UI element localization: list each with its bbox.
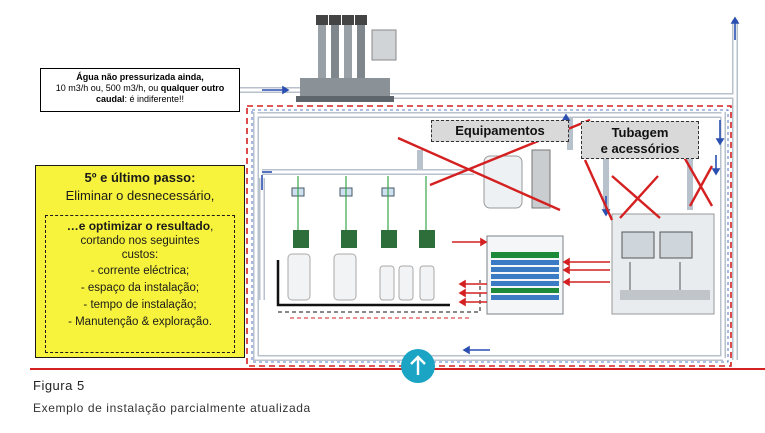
note-line1-bold: Água xyxy=(76,72,99,82)
control-screen xyxy=(486,235,564,315)
tubagem-label-1: Tubagem xyxy=(611,125,669,140)
note-line1-rest: não pressurizada ainda, xyxy=(98,72,204,82)
scroll-up-button[interactable] xyxy=(401,349,435,383)
separator-line xyxy=(30,368,765,370)
figure-caption: Exemplo de instalação parcialmente atual… xyxy=(33,401,311,415)
cost-item: - espaço da instalação; xyxy=(80,282,200,294)
note-line2: 10 m3/h ou, 500 m3/h, ou xyxy=(55,83,161,93)
tubagem-label-2: e acessórios xyxy=(600,141,680,156)
booster-pump-set xyxy=(296,15,397,102)
cost-item: - Manutenção & exploração. xyxy=(68,316,212,328)
water-note: Água não pressurizada ainda, 10 m3/h ou,… xyxy=(40,68,240,112)
optimize-box xyxy=(45,215,235,353)
cost-item: - tempo de instalação; xyxy=(83,299,197,311)
arrow-up-icon xyxy=(410,355,426,375)
optimized-zone-border xyxy=(246,105,732,367)
optimize-lead-rest: , xyxy=(210,221,214,233)
step-subtitle: Eliminar o desnecessário, xyxy=(65,188,215,203)
note-line3-rest: : é indiferente!! xyxy=(124,94,185,104)
signal-arrows xyxy=(452,237,610,307)
figure-title: Figura 5 xyxy=(33,378,85,393)
optimize-lead: …e optimizar o resultado xyxy=(66,219,211,233)
tubagem-tag: Tubagem e acessórios xyxy=(581,121,699,159)
equipamentos-tag: Equipamentos xyxy=(431,120,569,142)
optimize-line2: cortando nos seguintes xyxy=(80,235,200,247)
optimize-text: …e optimizar o resultado, cortando nos s… xyxy=(47,219,233,329)
analyser-panel xyxy=(611,213,715,315)
equipamentos-label: Equipamentos xyxy=(455,123,545,138)
equipment-group xyxy=(483,149,551,209)
cost-item: - corrente eléctrica; xyxy=(90,265,190,277)
note-line3-bold: caudal xyxy=(95,94,125,104)
step-title: 5º e último passo: xyxy=(84,170,196,185)
note-line2-bold: qualquer outro xyxy=(160,83,225,93)
optimize-line3: custos: xyxy=(121,249,159,261)
strike-lines xyxy=(397,118,714,221)
dosing-units xyxy=(276,176,481,319)
